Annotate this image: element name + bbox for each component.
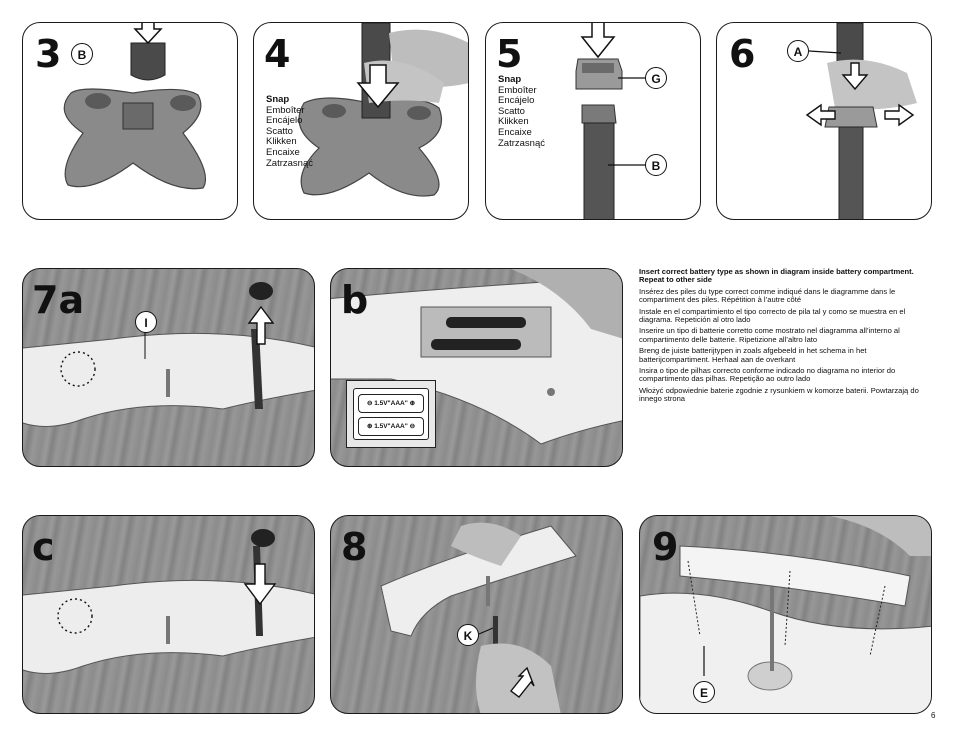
instructions-it: Inserire un tipo di batterie corretto co… <box>639 326 900 344</box>
instructions-nl: Breng de juiste batterijtypen in zoals a… <box>639 346 867 364</box>
battery-cover-close-illustration <box>23 529 314 674</box>
battery-cell-1: ⊖ 1.5V"AAA" ⊕ <box>358 394 424 413</box>
step-number: b <box>341 278 369 322</box>
step-number: c <box>32 525 55 569</box>
step-8-panel: 8 K <box>330 515 623 714</box>
callout-a: A <box>787 40 809 62</box>
step-number: 6 <box>729 32 756 76</box>
snap-base-illustration <box>298 23 468 197</box>
connector-illustration <box>575 23 646 219</box>
step-number: 8 <box>341 525 368 569</box>
instructions-pt: Insira o tipo de pilhas correcto conform… <box>639 366 896 384</box>
step-number: 4 <box>264 32 291 76</box>
instructions-fr: Insérez des piles du type correct comme … <box>639 286 896 305</box>
page-number: 6 <box>931 711 936 720</box>
step-6-panel: 6 A <box>716 22 932 220</box>
battery-cover-illustration <box>23 282 314 427</box>
instructions-pl: Włożyć odpowiednie baterie zgodnie z rys… <box>639 385 919 404</box>
callout-b: B <box>645 154 667 176</box>
battery-diagram-inner: ⊖ 1.5V"AAA" ⊕ ⊕ 1.5V"AAA" ⊖ <box>353 388 429 440</box>
battery-instructions: Insert correct battery type as shown in … <box>639 267 921 407</box>
instructions-es: Instale en el compartimiento el tipo cor… <box>639 306 906 325</box>
callout-g: G <box>645 67 667 89</box>
attach-bar-illustration <box>380 522 577 713</box>
callout-e: E <box>693 681 715 703</box>
instructions-heading: Insert correct battery type as shown in … <box>639 267 914 285</box>
step-number: 3 <box>35 32 62 76</box>
step-c-panel: c <box>22 515 315 714</box>
assembly-illustration <box>805 23 917 219</box>
battery-diagram: ⊖ 1.5V"AAA" ⊕ ⊕ 1.5V"AAA" ⊖ <box>346 380 436 448</box>
step-b-panel: b <box>330 268 623 467</box>
step-3-panel: 3 B <box>22 22 238 220</box>
step-number: 9 <box>652 525 679 569</box>
step-9-panel: 9 E <box>639 515 932 714</box>
battery-compartment-illustration <box>331 269 622 445</box>
callout-i: I <box>135 311 157 333</box>
step-number: 5 <box>496 32 523 76</box>
base-illustration <box>63 23 207 190</box>
callout-b: B <box>71 43 93 65</box>
step-7a-panel: 7a I <box>22 268 315 467</box>
battery-cell-2: ⊕ 1.5V"AAA" ⊖ <box>358 417 424 436</box>
callout-k: K <box>457 624 479 646</box>
mount-cover-illustration <box>640 516 931 713</box>
step-number: 7a <box>32 278 85 322</box>
